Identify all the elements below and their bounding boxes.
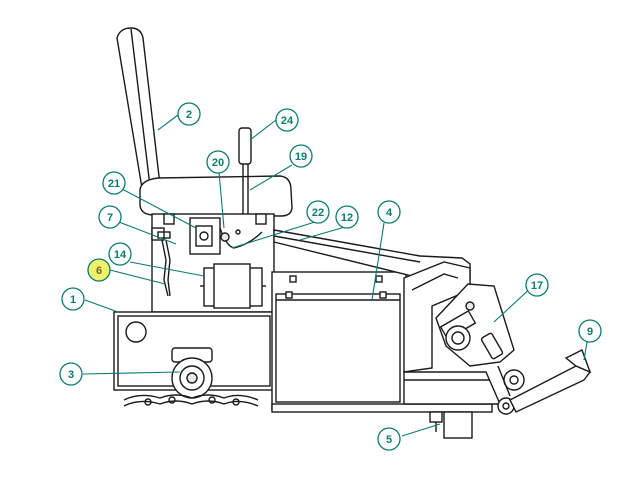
callout-label-22: 22 (312, 207, 324, 219)
callout-label-9: 9 (587, 326, 593, 338)
caster (429, 411, 473, 439)
callout-bubble-7: 7 (98, 205, 122, 229)
actuator (435, 283, 515, 367)
callout-label-20: 20 (212, 157, 224, 169)
bottom-rail (271, 371, 502, 413)
callout-label-24: 24 (281, 115, 294, 127)
callout-label-14: 14 (114, 249, 127, 261)
callout-bubble-19: 19 (289, 144, 313, 168)
callout-label-4: 4 (386, 207, 393, 219)
frame-panel (151, 213, 275, 313)
pedal (497, 349, 592, 415)
callout-label-5: 5 (386, 434, 392, 446)
callout-label-17: 17 (531, 280, 543, 292)
callout-bubble-6: 6 (87, 258, 111, 282)
callout-label-3: 3 (68, 369, 74, 381)
callout-bubble-22: 22 (306, 200, 330, 224)
callout-bubble-9: 9 (578, 319, 602, 343)
callout-label-2: 2 (186, 109, 192, 121)
callout-bubble-3: 3 (59, 362, 83, 386)
callout-bubble-5: 5 (377, 427, 401, 451)
callout-bubble-14: 14 (108, 242, 132, 266)
drive-wheel (123, 347, 259, 407)
callout-label-6: 6 (96, 265, 102, 277)
machine-line-art (113, 27, 592, 439)
callout-label-19: 19 (295, 151, 307, 163)
callout-label-12: 12 (341, 212, 353, 224)
callout-bubble-12: 12 (335, 205, 359, 229)
callout-bubble-20: 20 (206, 150, 230, 174)
leader-lines (82, 114, 588, 437)
callout-bubble-17: 17 (525, 273, 549, 297)
callout-label-1: 1 (70, 294, 76, 306)
callout-bubble-2: 2 (177, 102, 201, 126)
callout-bubble-1: 1 (61, 287, 85, 311)
callout-bubble-24: 24 (275, 108, 299, 132)
callout-label-21: 21 (108, 178, 120, 190)
battery-tray (271, 271, 407, 411)
backrest (116, 27, 161, 189)
callout-bubble-4: 4 (377, 200, 401, 224)
seat (139, 175, 293, 217)
callout-bubble-21: 21 (102, 171, 126, 195)
callout-label-7: 7 (107, 212, 113, 224)
lever (238, 127, 252, 218)
